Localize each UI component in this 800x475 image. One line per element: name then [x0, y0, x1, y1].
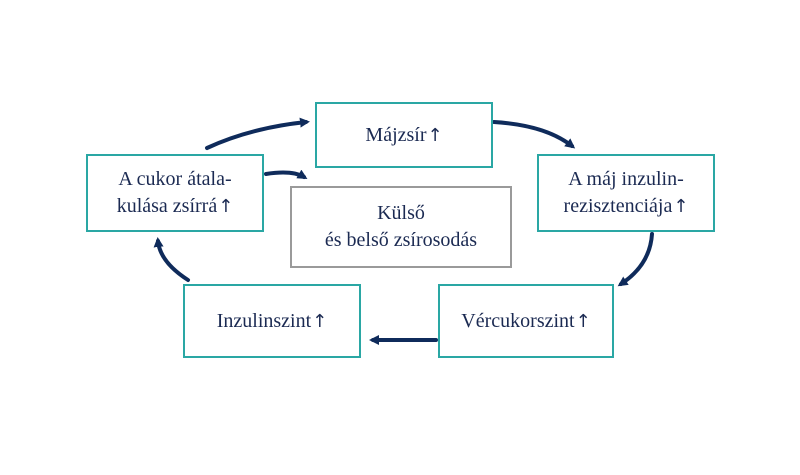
node-sugar-to-fat-line1: A cukor átala-	[118, 168, 232, 190]
increase-arrow-icon: ↑	[575, 310, 591, 332]
arrow-liver-fat-to-resistance	[492, 120, 576, 149]
node-sugar-to-fat-line2: kulása zsírrá	[116, 195, 218, 217]
arrow-sugar-to-obesity	[264, 169, 308, 180]
node-obesity-line2: és belső zsírosodás	[324, 229, 478, 251]
node-blood-sugar-label: Vércukorszint	[461, 309, 575, 332]
arrow-insulin-to-sugar	[153, 237, 190, 282]
node-obesity: Külső és belső zsírosodás	[290, 186, 512, 268]
increase-arrow-icon: ↑	[312, 310, 328, 332]
node-obesity-line1: Külső	[377, 202, 425, 224]
node-resistance-line2: rezisztenciája	[563, 195, 673, 217]
node-resistance-line1: A máj inzulin-	[568, 168, 684, 190]
increase-arrow-icon: ↑	[673, 196, 689, 217]
node-liver-fat-label: Májzsír	[365, 123, 427, 146]
node-blood-sugar: Vércukorszint↑	[438, 284, 614, 358]
node-liver-insulin-resistance: A máj inzulin- rezisztenciája↑	[537, 154, 715, 232]
increase-arrow-icon: ↑	[427, 124, 443, 146]
arrow-sugar-to-liver-fat	[205, 117, 310, 150]
node-insulin-level-label: Inzulinszint	[216, 309, 312, 332]
arrow-resistance-to-blood-sugar	[617, 232, 654, 287]
node-sugar-to-fat: A cukor átala- kulása zsírrá↑	[86, 154, 264, 232]
node-liver-fat: Májzsír↑	[315, 102, 493, 168]
node-insulin-level: Inzulinszint↑	[183, 284, 361, 358]
increase-arrow-icon: ↑	[218, 196, 234, 217]
